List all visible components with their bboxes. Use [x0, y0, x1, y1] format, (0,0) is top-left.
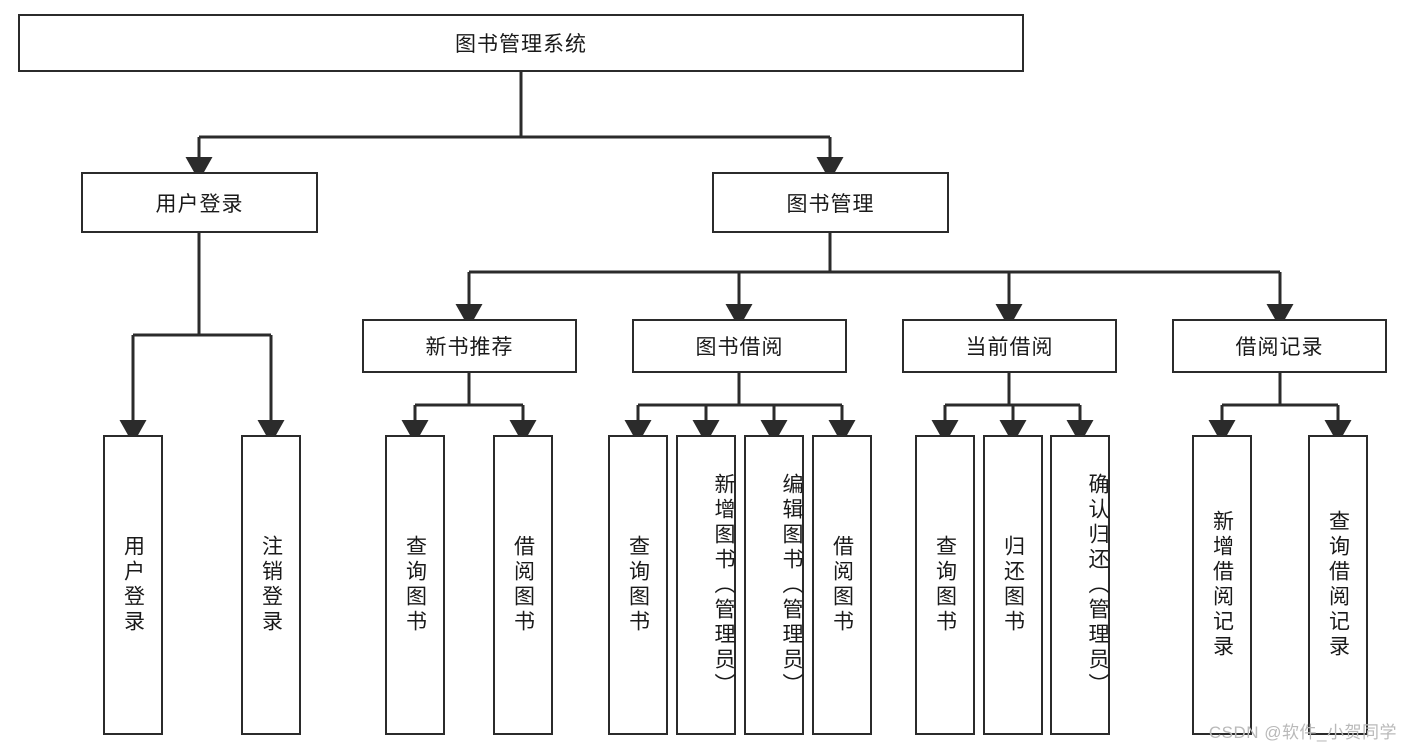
- csdn-watermark: CSDN @软件_小贺同学: [1208, 723, 1397, 742]
- node-label: 查询图书: [626, 535, 650, 635]
- node-label: 编辑图书（管理员）: [780, 472, 803, 698]
- node-borrow-record[interactable]: 借阅记录: [1172, 319, 1387, 373]
- node-label: 注销登录: [259, 535, 283, 635]
- leaf-book-borrow-borrow-book[interactable]: 借阅图书: [812, 435, 872, 735]
- leaf-borrow-record-add[interactable]: 新增借阅记录: [1192, 435, 1252, 735]
- node-label: 图书借阅: [695, 336, 784, 359]
- leaf-book-borrow-edit-book-admin[interactable]: 编辑图书（管理员）: [744, 435, 804, 735]
- leaf-current-borrow-query[interactable]: 查询图书: [915, 435, 975, 735]
- node-label: 借阅记录: [1235, 336, 1324, 359]
- leaf-book-borrow-query[interactable]: 查询图书: [608, 435, 668, 735]
- node-label: 借阅图书: [830, 535, 854, 635]
- node-label: 用户登录: [121, 535, 145, 635]
- node-current-borrow[interactable]: 当前借阅: [902, 319, 1117, 373]
- leaf-new-book-query[interactable]: 查询图书: [385, 435, 445, 735]
- leaf-borrow-record-query[interactable]: 查询借阅记录: [1308, 435, 1368, 735]
- node-label: 查询图书: [403, 535, 427, 635]
- node-label: 新增图书（管理员）: [712, 472, 735, 698]
- leaf-book-borrow-add-book-admin[interactable]: 新增图书（管理员）: [676, 435, 736, 735]
- node-new-book-recommend[interactable]: 新书推荐: [362, 319, 577, 373]
- node-label: 归还图书: [1001, 535, 1025, 635]
- leaf-new-book-borrow[interactable]: 借阅图书: [493, 435, 553, 735]
- node-root-book-management-system[interactable]: 图书管理系统: [18, 14, 1024, 72]
- node-label: 当前借阅: [965, 336, 1054, 359]
- leaf-current-borrow-confirm-return-admin[interactable]: 确认归还（管理员）: [1050, 435, 1110, 735]
- node-label: 图书管理系统: [455, 33, 587, 56]
- node-label: 查询图书: [933, 535, 957, 635]
- node-label: 借阅图书: [511, 535, 535, 635]
- node-label: 确认归还（管理员）: [1086, 472, 1109, 698]
- node-label: 新书推荐: [425, 336, 514, 359]
- leaf-user-login-logout[interactable]: 注销登录: [241, 435, 301, 735]
- node-book-borrow[interactable]: 图书借阅: [632, 319, 847, 373]
- node-user-login[interactable]: 用户登录: [81, 172, 318, 233]
- node-label: 用户登录: [155, 192, 244, 216]
- leaf-user-login-login[interactable]: 用户登录: [103, 435, 163, 735]
- node-label: 图书管理: [786, 192, 875, 216]
- node-book-management[interactable]: 图书管理: [712, 172, 949, 233]
- node-label: 新增借阅记录: [1210, 510, 1234, 660]
- leaf-current-borrow-return[interactable]: 归还图书: [983, 435, 1043, 735]
- node-label: 查询借阅记录: [1326, 510, 1350, 660]
